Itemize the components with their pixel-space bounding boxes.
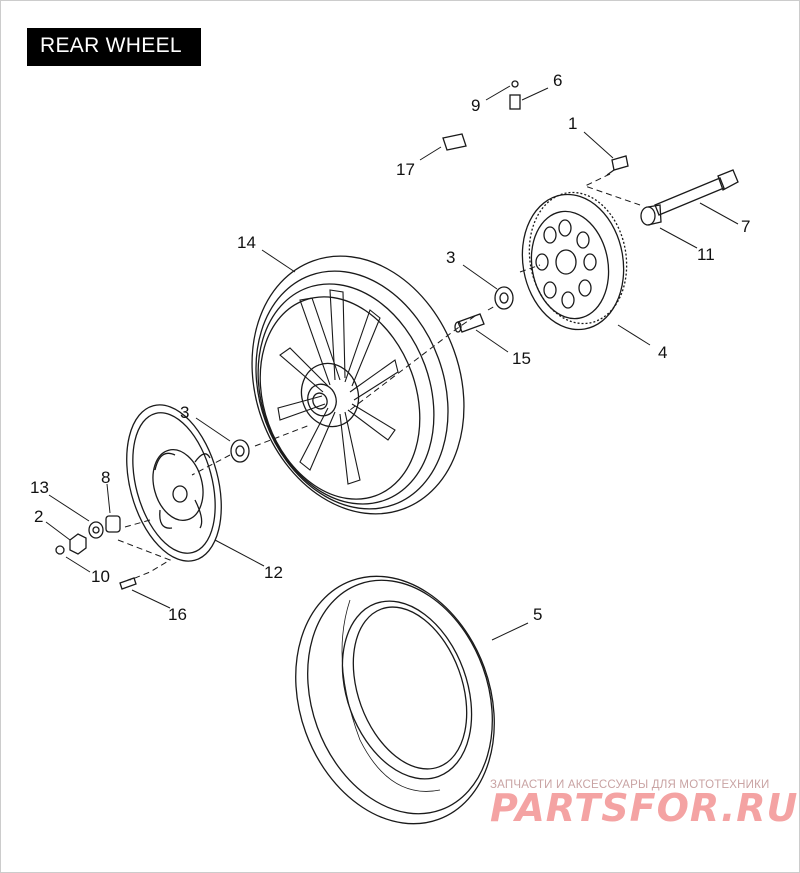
callout-14: 14 [237, 233, 256, 252]
callout-15: 15 [512, 349, 531, 368]
watermark-brand: PARTSFOR.RU [490, 786, 799, 830]
bearing-left [230, 439, 250, 463]
axle-nut [69, 533, 87, 555]
callout-1: 1 [568, 114, 577, 133]
callout-12: 12 [264, 563, 283, 582]
callout-11: 11 [697, 245, 715, 264]
callout-4: 4 [658, 343, 667, 362]
watermark-tagline: ЗАПЧАСТИ И АКСЕССУАРЫ ДЛЯ МОТОТЕХНИКИ [490, 779, 770, 791]
callout-8: 8 [101, 468, 110, 487]
callout-3-left: 3 [180, 403, 189, 422]
sprocket-holes [535, 219, 597, 309]
callout-9: 9 [471, 96, 480, 115]
title-box: REAR WHEEL [27, 28, 201, 66]
callout-6: 6 [553, 71, 562, 90]
callout-17: 17 [396, 160, 415, 179]
callout-labels: 1 2 3 3 4 5 6 7 8 9 10 11 12 13 14 15 16… [30, 71, 750, 624]
hub-spacer [454, 313, 485, 333]
brake-disc [126, 404, 222, 562]
callout-13: 13 [30, 478, 49, 497]
tire [295, 575, 495, 825]
callout-3-right: 3 [446, 248, 455, 267]
axle-spacer [640, 204, 662, 226]
valve-stem [509, 80, 521, 110]
callout-10: 10 [91, 567, 110, 586]
balance-weight [442, 133, 467, 151]
bearing-right [494, 286, 514, 310]
e-clip [55, 545, 65, 555]
leader-lines [45, 85, 739, 641]
callout-2: 2 [34, 507, 43, 526]
callout-7: 7 [741, 217, 750, 236]
left-axle-spacer [105, 515, 121, 533]
rotor-bolt [119, 577, 137, 590]
axle [654, 169, 739, 216]
callout-16: 16 [168, 605, 187, 624]
assembly-lines [117, 173, 641, 581]
sprocket-bolt [606, 155, 629, 176]
sprocket [521, 191, 628, 331]
callout-5: 5 [533, 605, 542, 624]
washer [88, 521, 104, 539]
page-title: REAR WHEEL [40, 34, 182, 57]
wheel [251, 255, 465, 515]
